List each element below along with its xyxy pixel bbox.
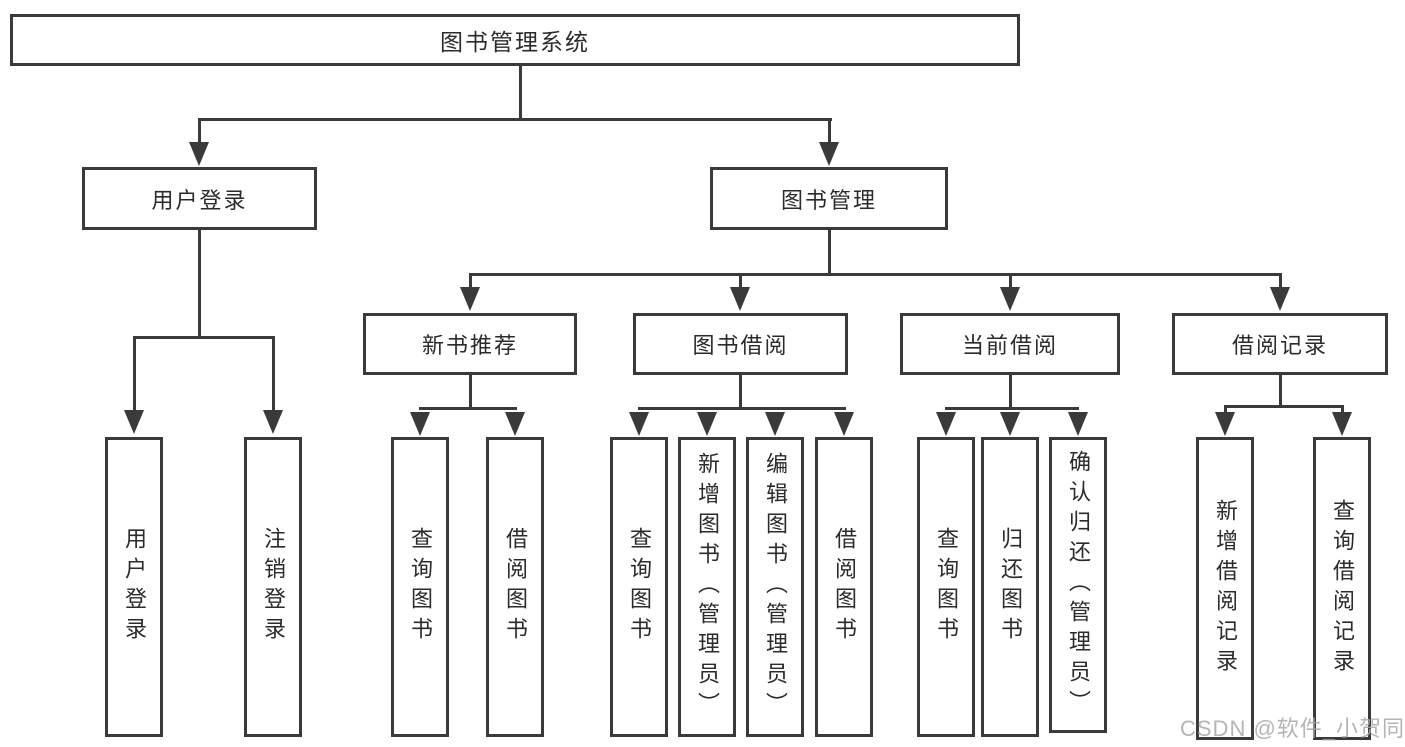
leaf-logout-label: 注销登录 (261, 527, 286, 647)
connector-line (133, 336, 136, 412)
connector-line (1279, 273, 1282, 289)
leaf-return-book: 归还图书 (981, 437, 1039, 737)
node-current-borrow: 当前借阅 (900, 313, 1120, 375)
connector-line (1341, 405, 1344, 415)
leaf-query-book-a: 查询图书 (391, 437, 449, 737)
connector-line (739, 375, 742, 409)
connector-line (828, 230, 831, 275)
connector-line (198, 118, 832, 121)
arrow-down-icon (124, 410, 144, 434)
leaf-edit-book-admin: 编辑图书（管理员） (746, 437, 804, 737)
leaf-query-book-c-label: 查询图书 (934, 527, 959, 647)
leaf-borrow-book-a-label: 借阅图书 (503, 527, 528, 647)
node-book-management: 图书管理 (710, 167, 948, 230)
leaf-query-book-b: 查询图书 (610, 437, 668, 737)
connector-line (638, 407, 846, 410)
node-root-system: 图书管理系统 (10, 14, 1020, 66)
node-new-book-recommend-label: 新书推荐 (421, 333, 518, 358)
connector-line (1279, 375, 1282, 407)
connector-line (1224, 405, 1227, 415)
arrow-down-icon (629, 412, 649, 436)
node-borrow-record: 借阅记录 (1172, 313, 1388, 375)
leaf-logout: 注销登录 (244, 437, 302, 737)
arrow-down-icon (834, 412, 854, 436)
arrow-down-icon (1068, 412, 1088, 436)
node-book-borrow-label: 图书借阅 (692, 333, 789, 358)
leaf-return-book-label: 归还图书 (998, 527, 1023, 647)
node-root-label: 图书管理系统 (440, 29, 590, 55)
leaf-query-borrow-record: 查询借阅记录 (1313, 437, 1371, 740)
leaf-add-book-admin-label: 新增图书（管理员） (695, 452, 720, 722)
connector-line (133, 336, 275, 339)
connector-line (469, 273, 1281, 276)
leaf-borrow-book-b-label: 借阅图书 (832, 527, 857, 647)
connector-line (739, 273, 742, 289)
node-current-borrow-label: 当前借阅 (961, 333, 1058, 358)
arrow-down-icon (936, 412, 956, 436)
connector-line (419, 407, 517, 410)
arrow-down-icon (697, 412, 717, 436)
leaf-add-book-admin: 新增图书（管理员） (678, 437, 736, 737)
leaf-query-book-a-label: 查询图书 (408, 527, 433, 647)
arrow-down-icon (1000, 412, 1020, 436)
connector-line (828, 118, 831, 144)
node-user-login-label: 用户登录 (151, 187, 248, 213)
connector-line (198, 230, 201, 338)
leaf-edit-book-admin-label: 编辑图书（管理员） (763, 452, 788, 722)
leaf-query-borrow-record-label: 查询借阅记录 (1330, 498, 1355, 679)
leaf-confirm-return-admin-label: 确认归还（管理员） (1066, 450, 1091, 720)
arrow-down-icon (410, 412, 430, 436)
connector-line (1009, 273, 1012, 289)
leaf-user-login: 用户登录 (105, 437, 163, 737)
csdn-watermark: CSDN @软件_小贺同学 (1180, 716, 1405, 741)
connector-line (1224, 405, 1344, 408)
arrow-down-icon (730, 287, 750, 311)
node-user-login: 用户登录 (82, 167, 317, 230)
arrow-down-icon (1000, 287, 1020, 311)
arrow-down-icon (1332, 412, 1352, 436)
node-book-management-label: 图书管理 (780, 187, 877, 213)
leaf-query-book-c: 查询图书 (917, 437, 975, 737)
leaf-user-login-label: 用户登录 (122, 527, 147, 647)
leaf-borrow-book-a: 借阅图书 (486, 437, 544, 737)
arrow-down-icon (1215, 412, 1235, 436)
node-new-book-recommend: 新书推荐 (363, 313, 577, 375)
connector-line (469, 375, 472, 409)
arrow-down-icon (189, 142, 209, 166)
arrow-down-icon (263, 410, 283, 434)
leaf-borrow-book-b: 借阅图书 (815, 437, 873, 737)
node-borrow-record-label: 借阅记录 (1231, 333, 1328, 358)
leaf-confirm-return-admin: 确认归还（管理员） (1049, 437, 1107, 733)
arrow-down-icon (819, 142, 839, 166)
connector-line (1009, 375, 1012, 409)
connector-line (272, 336, 275, 412)
arrow-down-icon (765, 412, 785, 436)
arrow-down-icon (1270, 287, 1290, 311)
node-book-borrow: 图书借阅 (633, 313, 848, 375)
connector-line (945, 407, 1079, 410)
leaf-add-borrow-record-label: 新增借阅记录 (1213, 498, 1238, 679)
arrow-down-icon (460, 287, 480, 311)
connector-line (519, 66, 522, 119)
connector-line (469, 273, 472, 289)
arrow-down-icon (505, 412, 525, 436)
leaf-add-borrow-record: 新增借阅记录 (1196, 437, 1254, 740)
leaf-query-book-b-label: 查询图书 (627, 527, 652, 647)
connector-line (198, 118, 201, 144)
